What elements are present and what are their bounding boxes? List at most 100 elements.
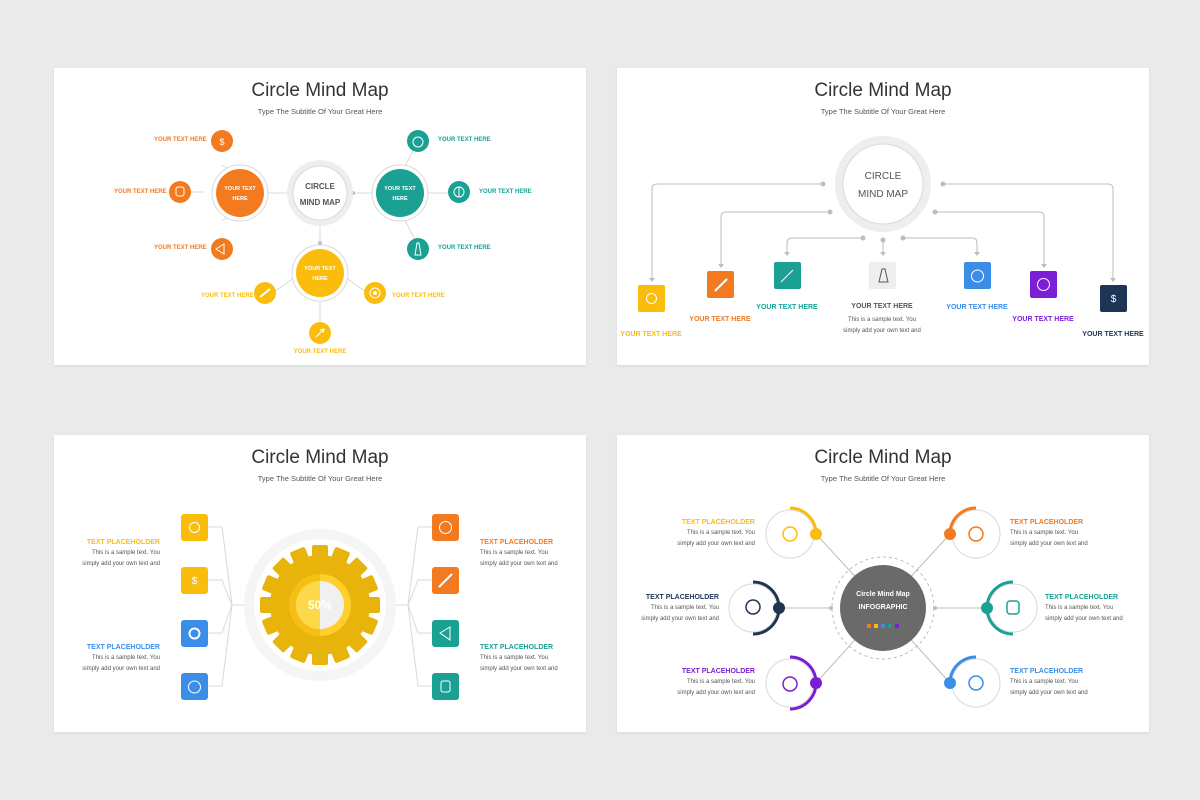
placeholder-teal: TEXT PLACEHOLDER — [1045, 594, 1119, 601]
label-orange-mid: YOUR TEXT HERE — [114, 189, 167, 195]
center-circle — [840, 565, 926, 651]
body-yellow-1: This is a sample text. You — [686, 530, 755, 536]
body-blue-1: This is a sample text. You — [1010, 679, 1079, 685]
lighthouse-icon — [407, 238, 429, 260]
brain-icon — [448, 181, 470, 203]
target-icon — [364, 282, 386, 304]
rocket-icon — [309, 322, 331, 344]
slide-subtitle: Type The Subtitle Of Your Great Here — [257, 474, 383, 483]
body-bottom-right-1: This is a sample text. You — [480, 655, 549, 661]
center-label-2: MIND MAP — [299, 198, 341, 207]
bulb-dollar-icon: $ — [1100, 285, 1127, 312]
bulb-dollar-icon: $ — [181, 567, 208, 594]
teal-hub-label-1: YOUR TEXT — [384, 186, 416, 192]
slide-circle-mind-map-2: $ Circle Mind Map Type The Subtitle Of Y… — [617, 68, 1149, 365]
label-teal-bottom: YOUR TEXT HERE — [438, 245, 491, 251]
body-purple-1: This is a sample text. You — [686, 679, 755, 685]
node-purple — [765, 655, 822, 711]
label-yellow-right: YOUR TEXT HERE — [392, 293, 445, 299]
brain-icon — [432, 514, 459, 541]
gray-body-line-1: This is a sample text. You — [847, 317, 917, 323]
svg-text:$: $ — [1111, 294, 1117, 305]
label-teal-mid: YOUR TEXT HERE — [479, 189, 532, 195]
label-yellow: YOUR TEXT HERE — [620, 331, 682, 338]
body-top-left-2: simply add your own text and — [82, 561, 160, 567]
body-navy-1: This is a sample text. You — [650, 605, 719, 611]
stopwatch-icon — [964, 262, 991, 289]
slide-title: Circle Mind Map — [251, 447, 389, 468]
orange-hub-label-2: HERE — [232, 196, 248, 202]
label-teal: YOUR TEXT HERE — [756, 304, 818, 311]
link-icon — [432, 567, 459, 594]
center-label-1: CIRCLE — [864, 171, 902, 182]
label-teal-top: YOUR TEXT HERE — [438, 137, 491, 143]
label-yellow-left: YOUR TEXT HERE — [201, 293, 254, 299]
gear-icon — [968, 526, 984, 542]
slide-title: Circle Mind Map — [814, 80, 952, 101]
teal-hub-label-2: HERE — [392, 196, 408, 202]
body-bottom-left-1: This is a sample text. You — [91, 655, 160, 661]
gear-small-icon — [181, 620, 208, 647]
megaphone-icon — [211, 238, 233, 260]
slide-subtitle: Type The Subtitle Of Your Great Here — [820, 474, 946, 483]
slide-circle-mind-map-4: Circle Mind Map Type The Subtitle Of You… — [617, 435, 1149, 732]
brain-icon — [1030, 271, 1057, 298]
center-dashed-ring — [831, 556, 935, 660]
placeholder-purple: TEXT PLACEHOLDER — [681, 668, 755, 675]
body-purple-2: simply add your own text and — [677, 690, 755, 696]
label-orange: YOUR TEXT HERE — [689, 316, 751, 323]
node-teal — [981, 580, 1038, 636]
stopwatch-icon — [782, 676, 798, 692]
placeholder-yellow: TEXT PLACEHOLDER — [681, 519, 755, 526]
node-navy — [728, 580, 785, 636]
node-blue — [944, 655, 1001, 708]
placeholder-navy: TEXT PLACEHOLDER — [645, 594, 719, 601]
label-orange-top: YOUR TEXT HERE — [154, 137, 207, 143]
target-icon — [181, 514, 208, 541]
slide1-diagram: $ — [169, 130, 470, 344]
label-orange-bottom: YOUR TEXT HERE — [154, 245, 207, 251]
target-icon — [638, 285, 665, 312]
hand-icon — [1006, 600, 1020, 615]
slide2-diagram: $ — [638, 136, 1127, 312]
body-top-right-2: simply add your own text and — [480, 561, 558, 567]
slide3-diagram: $ — [181, 514, 459, 700]
placeholder-blue: TEXT PLACEHOLDER — [1010, 668, 1084, 675]
body-blue-2: simply add your own text and — [1010, 690, 1088, 696]
gray-body-line-2: simply add your own text and — [843, 328, 921, 334]
slide-subtitle: Type The Subtitle Of Your Great Here — [820, 107, 946, 116]
center-label-1: CIRCLE — [305, 182, 335, 191]
placeholder-bottom-left: TEXT PLACEHOLDER — [86, 644, 160, 651]
label-yellow-bottom: YOUR TEXT HERE — [293, 349, 347, 355]
center-subtitle: INFOGRAPHIC — [858, 604, 908, 611]
placeholder-top-left: TEXT PLACEHOLDER — [86, 539, 160, 546]
node-yellow — [765, 506, 822, 559]
link-icon — [707, 271, 734, 298]
body-teal-2: simply add your own text and — [1045, 616, 1123, 622]
label-navy: YOUR TEXT HERE — [1082, 331, 1144, 338]
placeholder-bottom-right: TEXT PLACEHOLDER — [480, 644, 554, 651]
center-title: Circle Mind Map — [856, 591, 910, 598]
svg-text:$: $ — [192, 576, 198, 587]
hand-icon — [169, 181, 191, 203]
slide-circle-mind-map-1: $ Circle Mind Map Type The Subtitle Of Y… — [54, 68, 586, 365]
body-top-left-1: This is a sample text. You — [91, 550, 160, 556]
stopwatch-icon — [181, 673, 208, 700]
color-dots — [867, 624, 899, 628]
lighthouse-icon — [869, 262, 896, 289]
body-orange-1: This is a sample text. You — [1010, 530, 1079, 536]
gear-icon — [260, 545, 380, 665]
yellow-hub-label-1: YOUR TEXT — [304, 266, 336, 272]
node-orange — [944, 506, 1001, 559]
body-bottom-left-2: simply add your own text and — [82, 666, 160, 672]
body-top-right-1: This is a sample text. You — [480, 550, 549, 556]
body-orange-2: simply add your own text and — [1010, 541, 1088, 547]
svg-text:$: $ — [219, 137, 224, 147]
slide-title: Circle Mind Map — [251, 80, 389, 101]
slide4-diagram — [728, 506, 1038, 711]
target-icon — [782, 526, 798, 542]
brain-icon — [745, 599, 761, 615]
placeholder-top-right: TEXT PLACEHOLDER — [480, 539, 554, 546]
megaphone-icon — [432, 620, 459, 647]
yellow-hub-label-2: HERE — [312, 276, 328, 282]
